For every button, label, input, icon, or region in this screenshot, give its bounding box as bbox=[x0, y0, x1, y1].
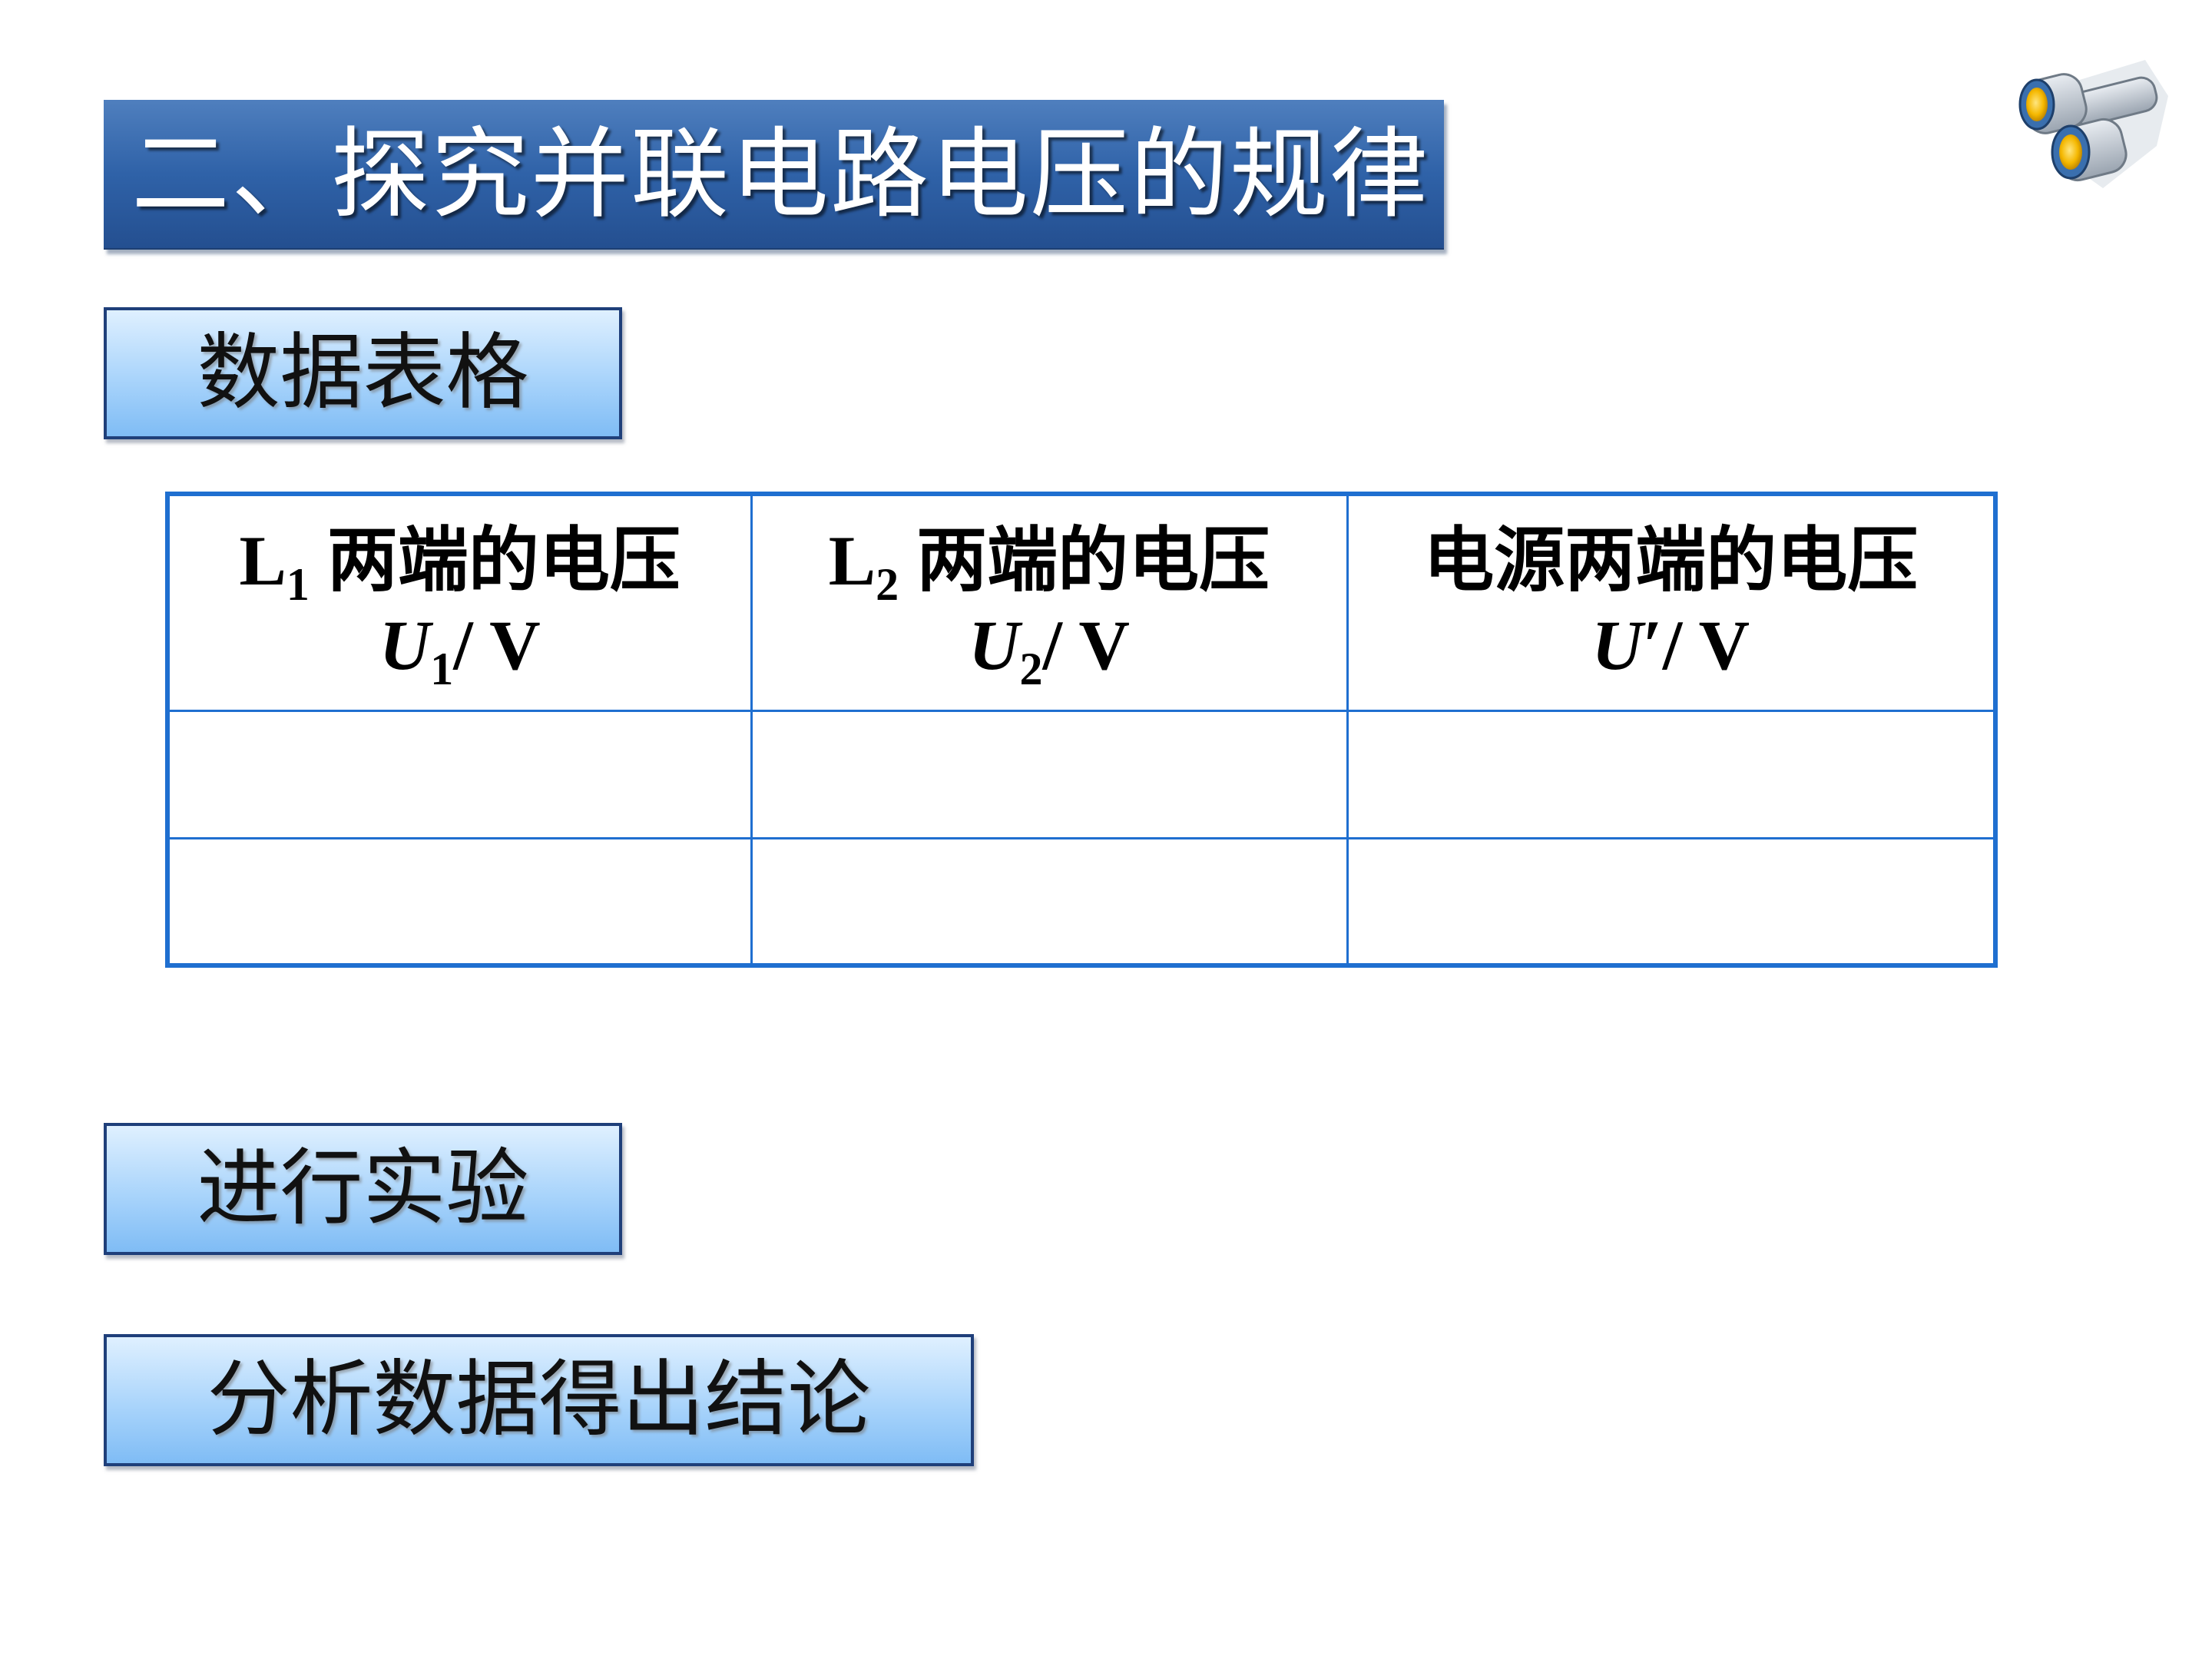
header-l1-text: 两端的电压 bbox=[309, 521, 680, 600]
table-cell[interactable] bbox=[750, 836, 1349, 967]
header-l2-subscript: 2 bbox=[876, 558, 899, 610]
table-cell[interactable] bbox=[1346, 709, 1997, 839]
header-u2-symbol: U bbox=[969, 605, 1020, 684]
table-cell[interactable] bbox=[166, 709, 753, 839]
header-u-prime-mark: ′ bbox=[1642, 605, 1663, 684]
header-cell-source: 电源两端的电压 U′/ V bbox=[1346, 492, 1997, 712]
table-row bbox=[166, 709, 1997, 839]
conclusion-label-text: 分析数据得出结论 bbox=[207, 1352, 871, 1448]
header-u2-subscript: 2 bbox=[1019, 643, 1043, 694]
table-cell[interactable] bbox=[750, 709, 1349, 839]
header-l1-symbol: L bbox=[239, 521, 286, 600]
header-u1-symbol: U bbox=[379, 605, 431, 684]
header-u-prime-symbol: U bbox=[1591, 605, 1643, 684]
header-l2-text: 两端的电压 bbox=[899, 521, 1270, 600]
table-row bbox=[166, 836, 1997, 967]
table-cell[interactable] bbox=[166, 836, 753, 967]
header-u-prime-unit: / V bbox=[1662, 605, 1750, 684]
header-u1-subscript: 1 bbox=[430, 643, 454, 694]
header-u2-unit: / V bbox=[1042, 605, 1130, 684]
header-u1-unit: / V bbox=[453, 605, 541, 684]
header-cell-l1: L1 两端的电压 U1/ V bbox=[166, 492, 753, 712]
voltage-data-table: L1 两端的电压 U1/ V L2 两端的电压 U2/ V 电源两端的电压 U′… bbox=[165, 492, 1998, 968]
header-l1-subscript: 1 bbox=[286, 558, 310, 610]
table-header-row: L1 两端的电压 U1/ V L2 两端的电压 U2/ V 电源两端的电压 U′… bbox=[166, 492, 1997, 712]
header-source-text: 电源两端的电压 bbox=[1423, 521, 1919, 600]
title-banner: 二、探究并联电路电压的规律 bbox=[104, 100, 1444, 250]
table-cell[interactable] bbox=[1346, 836, 1997, 967]
experiment-label-text: 进行实验 bbox=[197, 1141, 529, 1237]
header-l2-symbol: L bbox=[828, 521, 876, 600]
header-cell-l2: L2 两端的电压 U2/ V bbox=[750, 492, 1349, 712]
binoculars-icon bbox=[2018, 60, 2168, 188]
data-table-label-text: 数据表格 bbox=[197, 325, 529, 421]
slide-title: 二、探究并联电路电压的规律 bbox=[131, 118, 1430, 232]
experiment-label: 进行实验 bbox=[104, 1123, 622, 1255]
conclusion-label: 分析数据得出结论 bbox=[104, 1334, 974, 1466]
data-table-label: 数据表格 bbox=[104, 307, 622, 439]
